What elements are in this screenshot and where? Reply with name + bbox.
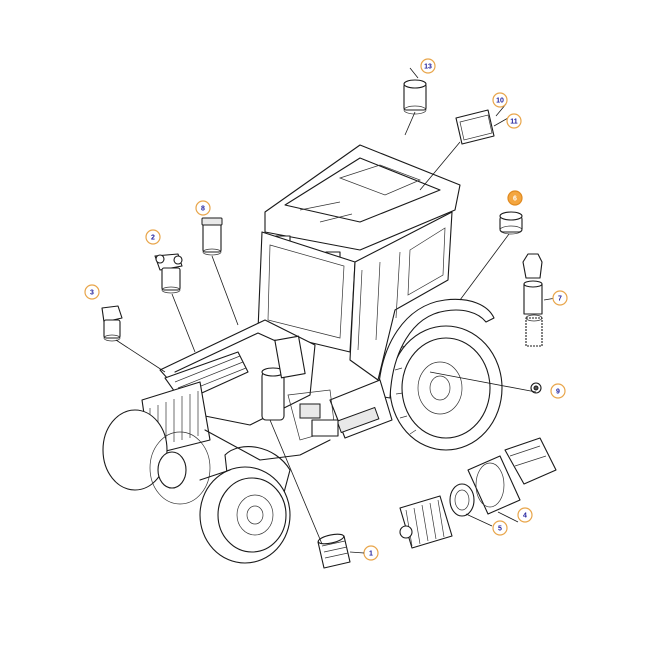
callout-3-label: 3 — [90, 290, 94, 297]
callout-11-label: 11 — [510, 119, 518, 126]
part-7-filter-assembly — [522, 253, 543, 347]
rear-fender — [377, 298, 495, 399]
callout-10[interactable]: 10 — [492, 92, 508, 108]
front-wheel-left — [102, 409, 211, 505]
callout-1[interactable]: 1 — [363, 545, 379, 561]
part-2-fuel-filter — [154, 253, 183, 294]
callout-7-label: 7 — [558, 296, 562, 303]
part-4-air-filter-housing — [467, 437, 557, 515]
part-9-plug — [530, 382, 542, 394]
callout-4[interactable]: 4 — [517, 507, 533, 523]
tractor-illustration — [102, 144, 503, 564]
part-5-air-filter-element — [399, 483, 475, 549]
callout-5-label: 5 — [498, 526, 502, 533]
callout-9-label: 9 — [556, 389, 560, 396]
rear-wheel — [389, 325, 503, 451]
callout-6-label: 6 — [513, 196, 517, 203]
callout-2[interactable]: 2 — [145, 229, 161, 245]
part-1-oil-filter — [317, 533, 351, 569]
callout-13[interactable]: 13 — [420, 58, 436, 74]
callout-9[interactable]: 9 — [550, 383, 566, 399]
callout-13-label: 13 — [424, 64, 432, 71]
callout-8-label: 8 — [201, 206, 205, 213]
leader-lines — [115, 67, 557, 545]
part-3-filter — [101, 305, 123, 342]
callout-7[interactable]: 7 — [552, 290, 568, 306]
part-6-filter — [499, 211, 523, 235]
part-13-cab-filter — [403, 79, 427, 115]
hood — [141, 319, 339, 456]
part-8-filter — [201, 217, 223, 256]
callout-3[interactable]: 3 — [84, 284, 100, 300]
callout-4-label: 4 — [523, 513, 527, 520]
callout-11[interactable]: 11 — [506, 113, 522, 129]
front-wheel-right — [199, 446, 291, 564]
callout-5[interactable]: 5 — [492, 520, 508, 536]
callout-2-label: 2 — [151, 235, 155, 242]
part-10-11-panel-filter — [455, 109, 495, 145]
callout-10-label: 10 — [496, 98, 504, 105]
callout-8[interactable]: 8 — [195, 200, 211, 216]
cab — [257, 144, 461, 439]
callout-6[interactable]: 6 — [507, 190, 523, 206]
callout-1-label: 1 — [369, 551, 373, 558]
